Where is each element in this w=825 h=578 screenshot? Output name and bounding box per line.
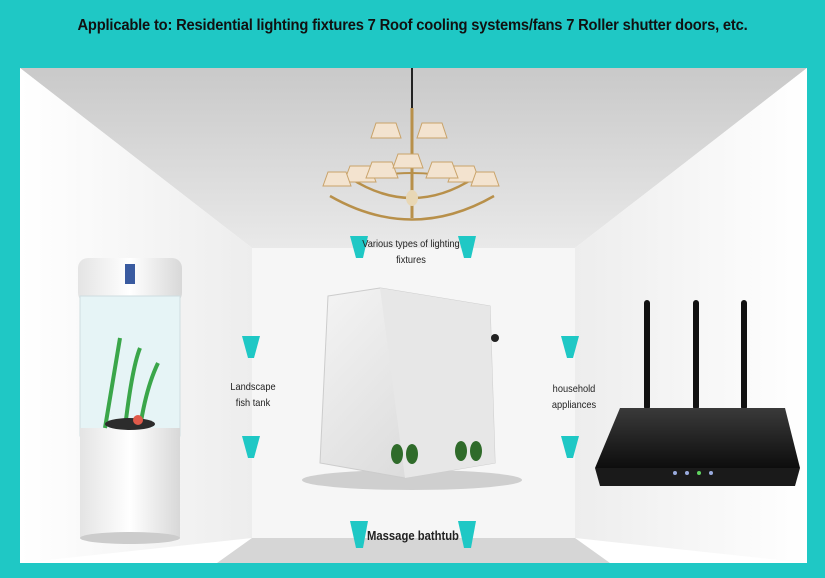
label-lighting: Various types of lighting fixtures [362,238,460,266]
room-illustration [20,68,807,563]
router-image [595,300,800,486]
label-appliances: household appliances [551,383,597,411]
chandelier-image [322,68,500,221]
bottom-border [0,563,825,578]
header-banner [0,0,825,68]
right-border [807,68,825,578]
label-bathtub: Massage bathtub [367,529,459,543]
left-border [0,68,20,578]
label-fish-tank: Landscape fish tank [230,381,276,409]
floor [217,538,610,563]
applicable-headline: Applicable to: Residential lighting fixt… [77,17,748,34]
label-markers [242,236,579,548]
fish-tank-image [78,258,182,544]
smart-switch-image [302,287,522,490]
